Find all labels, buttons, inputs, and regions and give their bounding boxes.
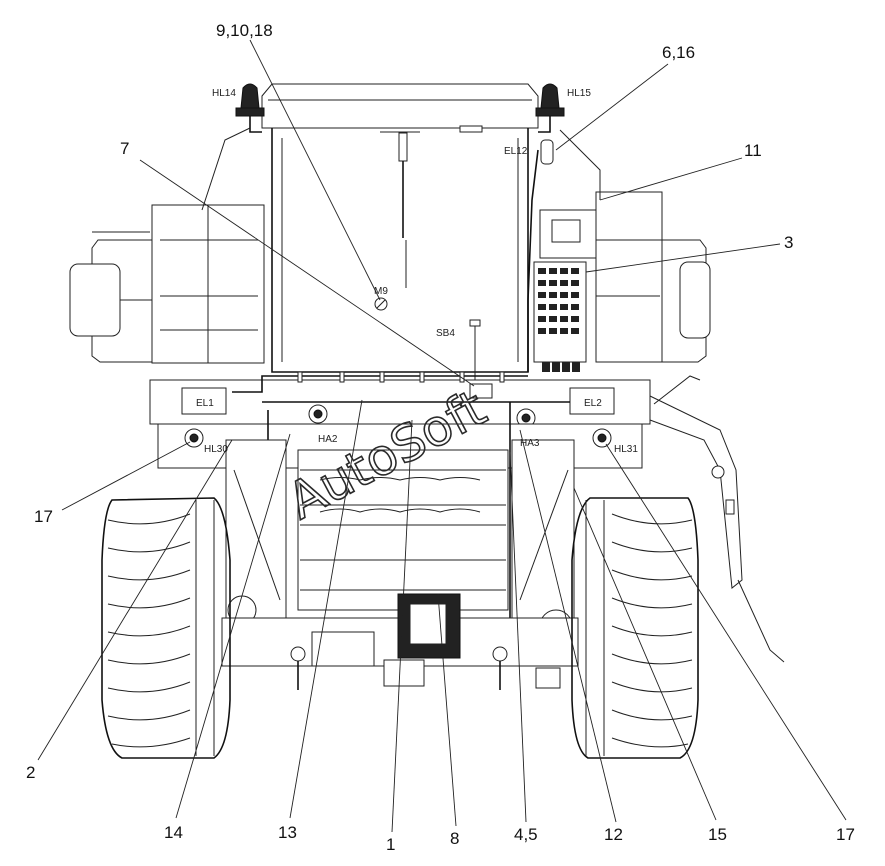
callout-15: 15: [708, 825, 727, 844]
leader-lines: [37, 39, 847, 833]
label-el1: EL1: [196, 398, 214, 409]
fuse-relay-panel: [533, 261, 587, 372]
machine-drawing: [69, 83, 785, 759]
label-ha3: HA3: [520, 438, 540, 449]
callout-3: 3: [784, 233, 793, 252]
callout-2: 2: [26, 763, 35, 782]
component-labels: HL14 HL15 EL12 M9 SB4 EL1 EL2 HA2 HA3 HL…: [196, 88, 638, 455]
callout-1: 1: [386, 835, 395, 854]
callout-9-10-18: 9,10,18: [216, 21, 273, 40]
label-m9: M9: [374, 286, 388, 297]
callout-14: 14: [164, 823, 183, 842]
label-sb4: SB4: [436, 328, 455, 339]
beacon-hl15: [535, 83, 565, 133]
left-wheel: [101, 497, 231, 759]
label-hl31: HL31: [614, 444, 638, 455]
label-el12: EL12: [504, 146, 528, 157]
label-hl30: HL30: [204, 444, 228, 455]
right-wheel: [571, 497, 699, 759]
callout-11: 11: [744, 141, 762, 160]
callout-6-16: 6,16: [662, 43, 695, 62]
label-el2: EL2: [584, 398, 602, 409]
beacon-hl14: [235, 83, 265, 133]
callout-numbers: 9,10,18 6,16 7 11 3 17 2 14 13 1 8 4,5 1…: [26, 21, 855, 854]
label-ha2: HA2: [318, 434, 338, 445]
callout-12: 12: [604, 825, 623, 844]
callout-17-left: 17: [34, 507, 53, 526]
callout-7: 7: [120, 139, 129, 158]
callout-17-right: 17: [836, 825, 855, 844]
label-hl14: HL14: [212, 88, 236, 99]
callout-13: 13: [278, 823, 297, 842]
label-hl15: HL15: [567, 88, 591, 99]
callout-4-5: 4,5: [514, 825, 538, 844]
callout-8: 8: [450, 829, 459, 848]
unloading-chute: [649, 375, 785, 663]
